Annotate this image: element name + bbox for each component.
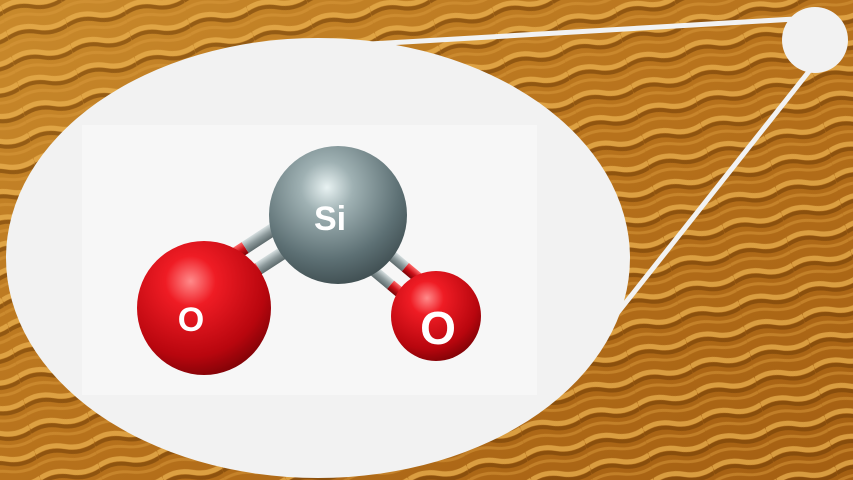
callout-line-top [369,15,813,47]
callout-line-side [602,58,820,332]
atom-label-o2: O [420,302,456,354]
atom-label-si: Si [314,200,346,238]
atom-o1: O [137,241,271,375]
atom-o2: O [391,271,481,361]
callout-circle-icon [782,7,848,73]
atom-si: Si [269,146,407,284]
atom-label-o1: O [178,301,204,339]
